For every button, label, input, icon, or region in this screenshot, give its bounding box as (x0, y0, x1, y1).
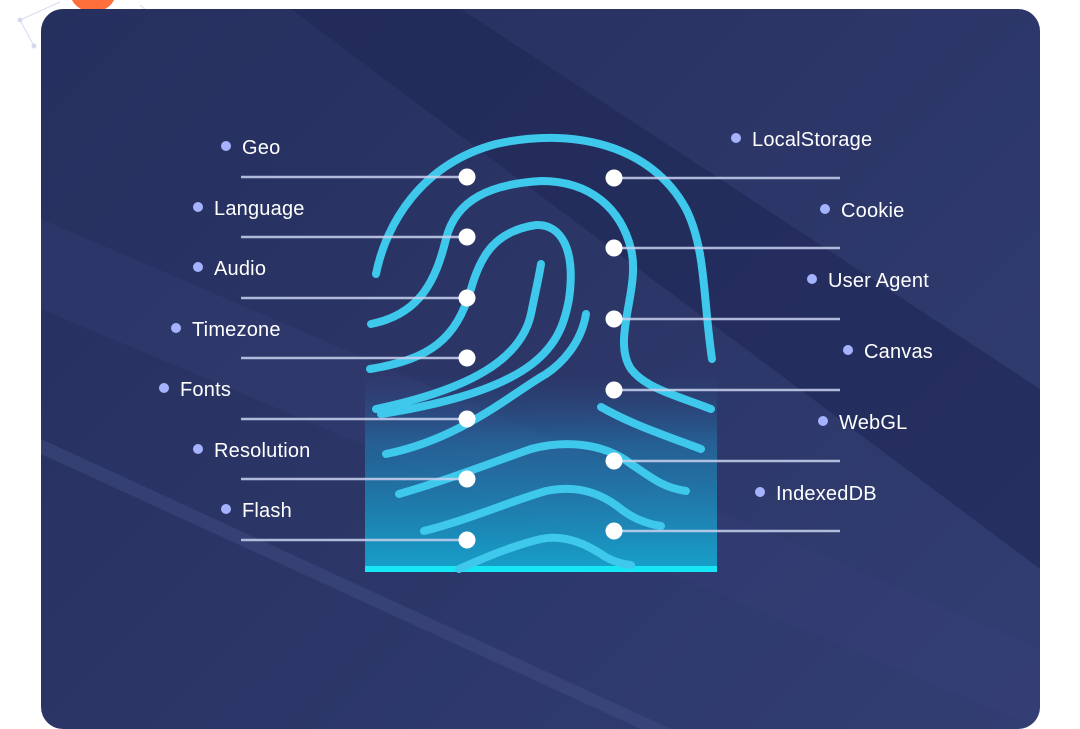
bullet-icon (193, 444, 203, 454)
label-fonts: Fonts (159, 378, 231, 402)
label-flash: Flash (221, 499, 292, 523)
label-language: Language (193, 197, 305, 221)
bullet-icon (193, 202, 203, 212)
label-timezone: Timezone (171, 318, 281, 342)
bullet-icon (843, 345, 853, 355)
bullet-icon (755, 487, 765, 497)
bullet-icon (820, 204, 830, 214)
bullet-icon (818, 416, 828, 426)
bullet-icon (731, 133, 741, 143)
label-cookie: Cookie (820, 199, 904, 223)
scan-line (365, 566, 717, 572)
label-localstorage: LocalStorage (731, 128, 872, 152)
background-bands (41, 9, 1040, 729)
fingerprint-icon (366, 133, 716, 573)
label-audio: Audio (193, 257, 266, 281)
label-resolution: Resolution (193, 439, 311, 463)
diagram-art (41, 9, 1040, 729)
bullet-icon (807, 274, 817, 284)
bullet-icon (159, 383, 169, 393)
label-geo: Geo (221, 136, 280, 160)
connector-nodes (458, 168, 623, 549)
label-indexeddb: IndexedDB (755, 482, 877, 506)
label-user-agent: User Agent (807, 269, 929, 293)
bullet-icon (221, 141, 231, 151)
bullet-icon (221, 504, 231, 514)
left-connectors (241, 175, 467, 542)
label-webgl: WebGL (818, 411, 907, 435)
fingerprint-diagram-card: Geo Language Audio Timezone Fonts Resolu… (41, 9, 1040, 729)
bullet-icon (193, 262, 203, 272)
bullet-icon (171, 323, 181, 333)
label-canvas: Canvas (843, 340, 933, 364)
right-connectors (614, 176, 840, 533)
